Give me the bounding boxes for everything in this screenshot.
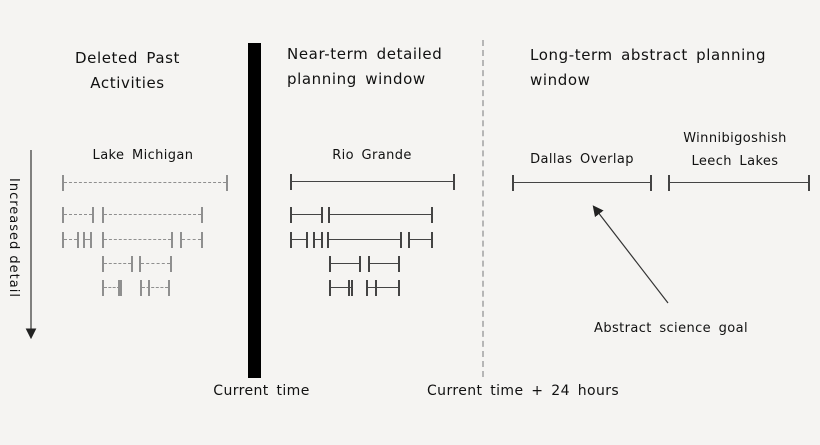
activity-bar [327, 232, 402, 248]
near-title-line1: Near-term detailed [287, 45, 443, 63]
activity-bar [313, 232, 323, 248]
activity-bar [102, 207, 203, 223]
activity-bar [140, 280, 170, 296]
activity-bar [102, 232, 173, 248]
increased-detail-axis-label: Increased detail [6, 178, 21, 298]
activity-bar [62, 207, 94, 223]
lake-michigan-label: Lake Michigan [92, 148, 194, 163]
activity-bar [329, 280, 353, 296]
long-title-line2: window [530, 71, 591, 89]
activity-bar-tick [118, 280, 120, 296]
past-title-line2: Activities [90, 74, 165, 92]
activity-bar [290, 232, 308, 248]
activity-bar [328, 207, 433, 223]
activity-bar [668, 175, 810, 191]
activity-bar [512, 175, 652, 191]
current-time-bar [248, 43, 261, 378]
activity-bar [62, 175, 228, 191]
activity-bar [180, 232, 203, 248]
activity-bar [102, 256, 133, 272]
long-section-title: Long-term abstract planning window [530, 43, 766, 93]
activity-bar [102, 280, 122, 296]
near-section-title: Near-term detailed planning window [287, 42, 442, 92]
activity-bar [290, 207, 323, 223]
winnibigoshish-label-line2: Leech Lakes [691, 154, 779, 169]
plus-24h-divider-line [482, 40, 484, 377]
near-title-line2: planning window [287, 70, 426, 88]
dallas-overlap-label: Dallas Overlap [530, 152, 634, 167]
rio-grande-label: Rio Grande [332, 148, 412, 163]
activity-bar [83, 232, 92, 248]
activity-bar [366, 280, 400, 296]
past-section-title: Deleted Past Activities [40, 46, 215, 96]
abstract-science-goal-label: Abstract science goal [594, 321, 748, 336]
activity-bar-tick [348, 280, 350, 296]
past-title-line1: Deleted Past [74, 49, 181, 67]
activity-bar-tick [148, 280, 150, 296]
activity-bar [329, 256, 361, 272]
activity-bar [290, 174, 455, 190]
activity-bar [368, 256, 400, 272]
activity-bar-tick [375, 280, 377, 296]
activity-bar [62, 232, 79, 248]
activity-bar [139, 256, 172, 272]
activity-bar [408, 232, 433, 248]
current-time-plus-24-label: Current time + 24 hours [427, 383, 620, 399]
current-time-label: Current time [213, 383, 310, 399]
winnibigoshish-label-line1: Winnibigoshish [683, 131, 787, 146]
winnibigoshish-label: Winnibigoshish Leech Lakes [660, 127, 810, 173]
long-title-line1: Long-term abstract planning [530, 46, 767, 64]
